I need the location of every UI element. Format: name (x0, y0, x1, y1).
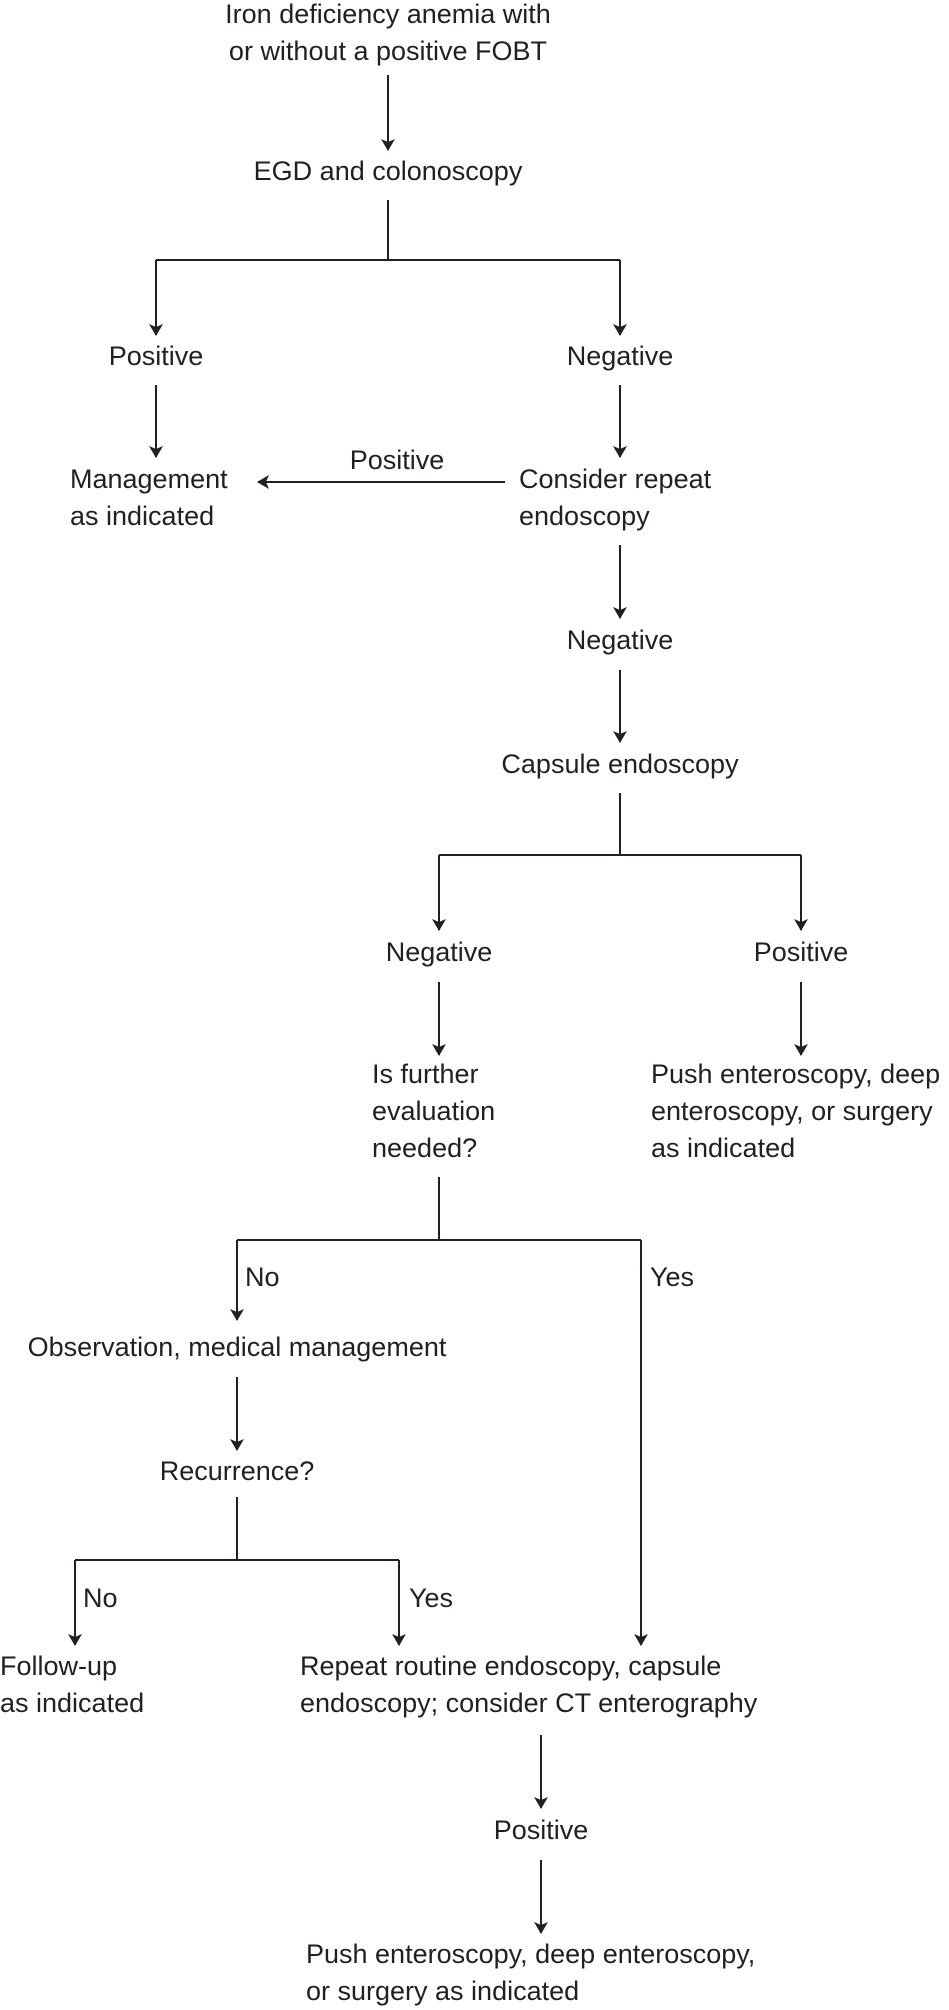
node-follow-up-line-1: Follow-up (0, 1651, 118, 1681)
edge-label-further-yes: Yes (650, 1262, 695, 1292)
node-push-enteroscopy-2: Push enteroscopy, deep enteroscopy, or s… (306, 1936, 755, 2010)
node-observation: Observation, medical management (27, 1332, 447, 1362)
node-egd-negative: Negative (566, 341, 674, 371)
node-consider-repeat-line-2: endoscopy (519, 501, 650, 531)
node-repeat-routine-line-1: Repeat routine endoscopy, capsule (300, 1651, 722, 1681)
node-capsule-positive: Positive (753, 937, 849, 967)
node-push-enteroscopy-2-line-2: or surgery as indicated (306, 1976, 580, 2006)
node-egd-colonoscopy: EGD and colonoscopy (253, 156, 523, 186)
node-repeat-negative: Negative (566, 625, 674, 655)
node-further-evaluation-line-3: needed? (372, 1133, 478, 1163)
split-recurrence (75, 1497, 399, 1561)
node-start-line-2: or without a positive FOBT (228, 36, 548, 66)
node-follow-up-line-2: as indicated (0, 1688, 145, 1718)
node-start: Iron deficiency anemia with or without a… (225, 0, 551, 70)
node-push-enteroscopy-1: Push enteroscopy, deep enteroscopy, or s… (651, 1056, 940, 1167)
edge-label-recurrence-yes: Yes (409, 1583, 454, 1613)
node-further-evaluation-line-2: evaluation (372, 1096, 496, 1126)
node-push-enteroscopy-1-line-3: as indicated (651, 1133, 796, 1163)
node-further-evaluation-line-1: Is further (372, 1059, 479, 1089)
node-repeat-routine-line-2: endoscopy; consider CT enterography (300, 1688, 758, 1718)
node-recurrence: Recurrence? (159, 1456, 315, 1486)
node-capsule-negative: Negative (385, 937, 493, 967)
node-capsule-endoscopy: Capsule endoscopy (501, 749, 739, 779)
node-egd-positive: Positive (108, 341, 204, 371)
split-egd (156, 200, 620, 261)
node-consider-repeat-endoscopy: Consider repeat endoscopy (519, 461, 711, 535)
edge-label-further-no: No (245, 1262, 280, 1292)
node-follow-up: Follow-up as indicated (0, 1648, 144, 1722)
node-management: Management as indicated (70, 461, 228, 535)
node-consider-repeat-line-1: Consider repeat (519, 464, 712, 494)
node-start-line-1: Iron deficiency anemia with (225, 0, 551, 29)
node-push-enteroscopy-2-line-1: Push enteroscopy, deep enteroscopy, (306, 1939, 756, 1969)
edge-label-repeat-positive: Positive (349, 445, 445, 475)
node-management-line-2: as indicated (70, 501, 215, 531)
split-further (237, 1177, 641, 1241)
node-push-enteroscopy-1-line-1: Push enteroscopy, deep (651, 1059, 941, 1089)
node-repeat-routine-endoscopy: Repeat routine endoscopy, capsule endosc… (300, 1648, 757, 1722)
node-final-positive: Positive (493, 1815, 589, 1845)
node-push-enteroscopy-1-line-2: enteroscopy, or surgery (651, 1096, 933, 1126)
node-management-line-1: Management (70, 464, 228, 494)
split-capsule (439, 793, 801, 856)
node-further-evaluation: Is further evaluation needed? (372, 1056, 495, 1167)
edge-label-recurrence-no: No (83, 1583, 118, 1613)
